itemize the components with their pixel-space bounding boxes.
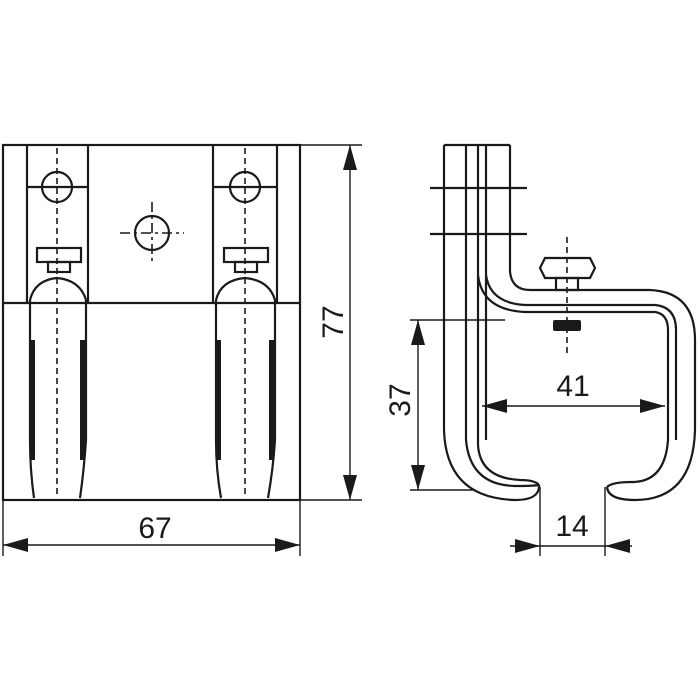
dimension-37: 37 [384, 319, 505, 491]
hook-right [214, 148, 277, 499]
front-plate-outline [1, 143, 302, 502]
bolt [538, 237, 597, 355]
dimension-41: 41 [482, 370, 665, 413]
dimension-label-inner-width: 41 [556, 370, 589, 403]
front-view: 67 77 [1, 143, 362, 556]
dimension-label-height: 77 [317, 305, 350, 338]
dimension-77: 77 [300, 144, 362, 501]
dimension-label-slot: 14 [555, 510, 588, 543]
hook-left [28, 148, 88, 499]
side-view: 37 41 14 [384, 143, 697, 556]
dimension-label-opening: 37 [384, 383, 417, 416]
dimension-67: 67 [2, 500, 301, 556]
dimension-label-width: 67 [138, 512, 171, 545]
hook-outer-right [508, 145, 697, 502]
dimension-14: 14 [510, 487, 632, 556]
hook-outer-left [442, 145, 541, 502]
